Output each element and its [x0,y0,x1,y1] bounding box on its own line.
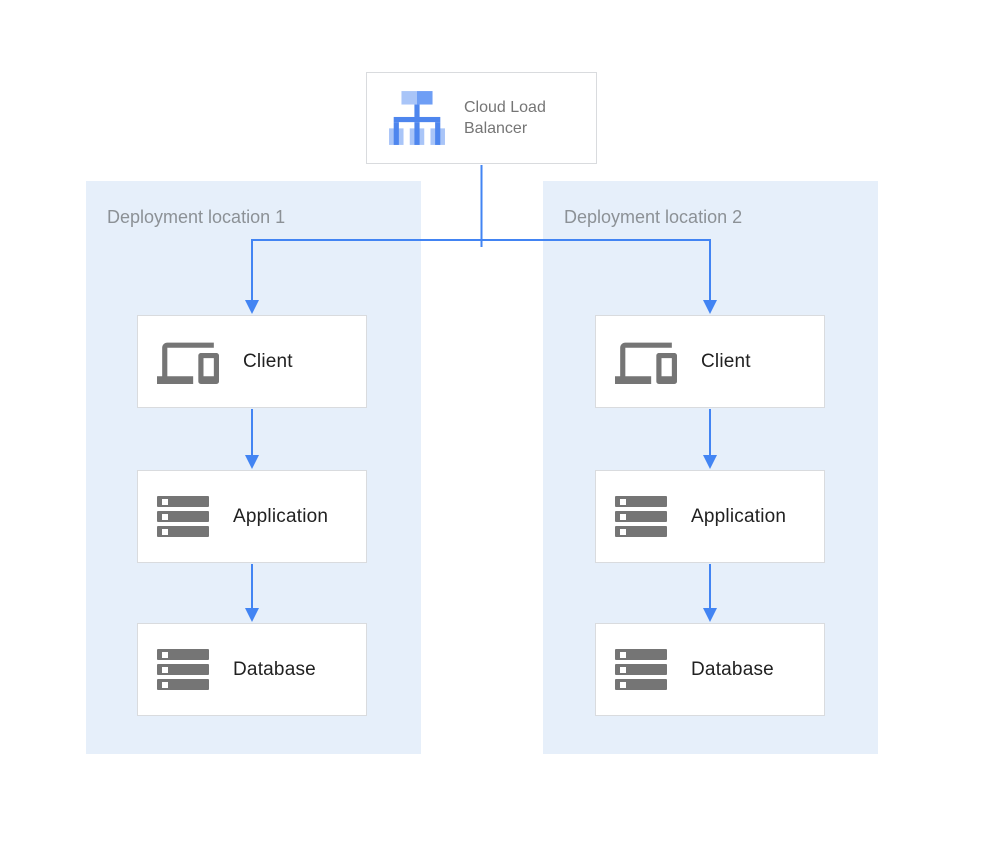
load-balancer-icon [389,91,445,145]
arrowhead [703,300,717,314]
arrowhead [703,455,717,469]
node-database-1: Database [137,623,367,716]
cloud-load-balancer-node: Cloud Load Balancer [366,72,597,164]
node-database-2: Database [595,623,825,716]
node-label: Application [233,505,329,527]
node-label: Client [701,350,751,372]
devices-icon [157,342,219,384]
server-stack-icon [615,649,667,690]
region-label: Deployment location 2 [564,207,743,227]
node-label: Client [243,350,293,372]
server-stack-icon [157,649,209,690]
node-client-1: Client [137,315,367,408]
region-label: Deployment location 1 [107,207,286,227]
arrowhead [245,455,259,469]
node-label: Database [691,658,774,680]
node-application-1: Application [137,470,367,563]
devices-icon [615,342,677,384]
server-stack-icon [157,496,209,537]
arrowhead [245,300,259,314]
load-balancer-label: Cloud Load Balancer [464,99,546,137]
node-application-2: Application [595,470,825,563]
node-client-2: Client [595,315,825,408]
node-label: Application [691,505,787,527]
server-stack-icon [615,496,667,537]
branch-line [251,239,711,301]
node-label: Database [233,658,316,680]
arrowhead [703,608,717,622]
arrowhead [245,608,259,622]
